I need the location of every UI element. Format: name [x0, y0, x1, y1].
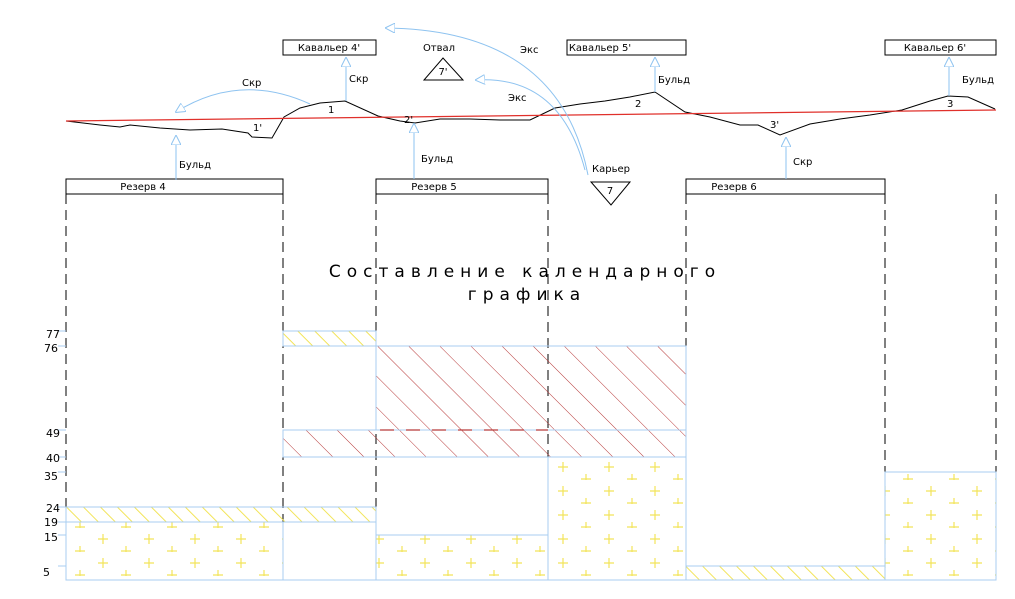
label-scraper-2: Скр [349, 74, 368, 85]
block-rez6-band [685, 565, 886, 581]
arrow-scraper-curve [176, 89, 311, 112]
label-scraper-3: Скр [793, 157, 812, 168]
reserve-rez6: Резерв 6 [685, 178, 886, 195]
label-bulldozer-3: Бульд [658, 75, 690, 86]
reserve-rez6-label: Резерв 6 [711, 182, 756, 193]
title-line-2: графика [468, 285, 586, 305]
y-tick-77: 77 [46, 328, 60, 341]
quarry-label: Карьер [592, 164, 630, 175]
block-kav6-fill [884, 471, 997, 581]
y-tick-15: 15 [44, 531, 58, 544]
profile-point-3: 3 [947, 99, 953, 110]
stockpile-kav4: Кавальер 4' [282, 39, 377, 56]
dump-triangle [422, 57, 465, 81]
y-tick-24: 24 [46, 502, 60, 515]
label-bulldozer-1: Бульд [179, 160, 211, 171]
block-col2-lower [282, 521, 377, 581]
label-scraper-1: Скр [242, 78, 261, 89]
quarry-triangle [589, 181, 632, 206]
label-bulldozer-4: Бульд [962, 75, 994, 86]
dump-label: Отвал [423, 43, 455, 54]
y-tick-35: 35 [44, 470, 58, 483]
stockpile-kav4-label: Кавальер 4' [298, 43, 360, 54]
reserve-rez4-label: Резерв 4 [120, 182, 165, 193]
reserve-rez4: Резерв 4 [65, 178, 284, 195]
dump-mark: 7' [438, 67, 447, 78]
arrow-excavator-long [386, 28, 589, 176]
block-rez4-fill [65, 521, 284, 581]
quarry-mark: 7 [607, 186, 613, 197]
block-band-77-76 [282, 330, 377, 347]
y-tick-76: 76 [44, 342, 58, 355]
terrain-profile-line [65, 91, 996, 139]
label-excavator-2: Экс [508, 93, 527, 104]
profile-point-2: 2 [635, 99, 641, 110]
y-axis-tick-marks [58, 330, 66, 567]
y-tick-19: 19 [44, 516, 58, 529]
reserve-rez5-label: Резерв 5 [411, 182, 456, 193]
block-rez5-fill [375, 534, 549, 581]
reserve-rez5: Резерв 5 [375, 178, 549, 195]
block-cut-76-49 [375, 345, 687, 431]
profile-point-3-prime: 3' [770, 120, 779, 131]
stockpile-kav6-label: Кавальер 6' [904, 43, 966, 54]
design-grade-line [65, 109, 997, 122]
label-bulldozer-2: Бульд [421, 154, 453, 165]
stockpile-kav5-label: Кавальер 5' [569, 43, 631, 54]
arrow-excavator-short [476, 80, 586, 171]
y-tick-49: 49 [46, 427, 60, 440]
block-cut-49-40 [282, 429, 687, 458]
stockpile-kav6: Кавальер 6' [884, 39, 997, 56]
y-tick-40: 40 [46, 452, 60, 465]
machine-arrows [176, 28, 949, 180]
profile-point-2-prime: 2' [404, 115, 413, 126]
schedule-blocks [65, 330, 997, 581]
block-quarry-fill [547, 456, 687, 581]
profile-point-1: 1 [328, 105, 334, 116]
label-excavator-1: Экс [520, 45, 539, 56]
title-line-1: Составление календарного [329, 262, 721, 282]
stockpile-kav5: Кавальер 5' [566, 39, 687, 56]
y-tick-5: 5 [43, 566, 50, 579]
block-band-24-19 [65, 506, 377, 523]
profile-point-1-prime: 1' [253, 123, 262, 134]
